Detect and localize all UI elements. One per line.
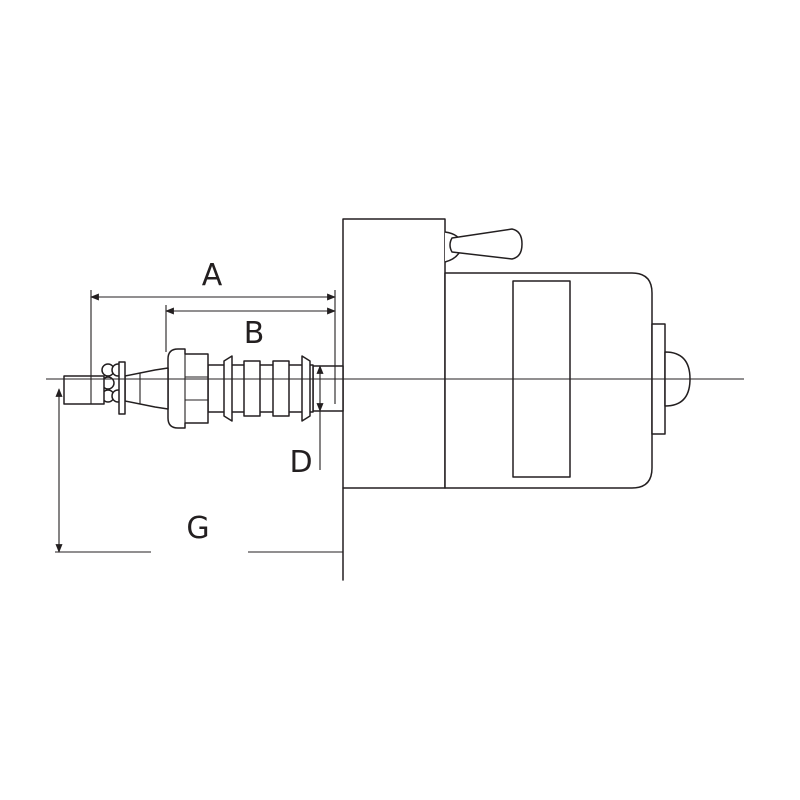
front-plate: [342, 218, 446, 489]
toggle-lever[interactable]: [444, 228, 523, 263]
hex-nut: [167, 348, 209, 429]
dimension-d: D: [289, 365, 324, 480]
dim-g-label: G: [186, 511, 209, 546]
switch-body: [342, 218, 691, 489]
tip-pin: [63, 375, 105, 405]
dim-d-label: D: [289, 445, 312, 480]
dimension-b: B: [165, 305, 336, 352]
shaft-assembly: [63, 348, 344, 429]
rib-3: [272, 360, 290, 417]
shaft-sleeve: [312, 365, 344, 412]
rib-4: [301, 355, 311, 422]
dimension-g: G: [55, 388, 344, 581]
rib-2: [243, 360, 261, 417]
lever-handle: [449, 228, 523, 260]
taper-section: [124, 367, 169, 410]
thin-washer: [118, 361, 126, 415]
dim-a-label: A: [202, 258, 223, 293]
rib-1: [223, 355, 233, 422]
dim-b-label: B: [244, 316, 265, 351]
